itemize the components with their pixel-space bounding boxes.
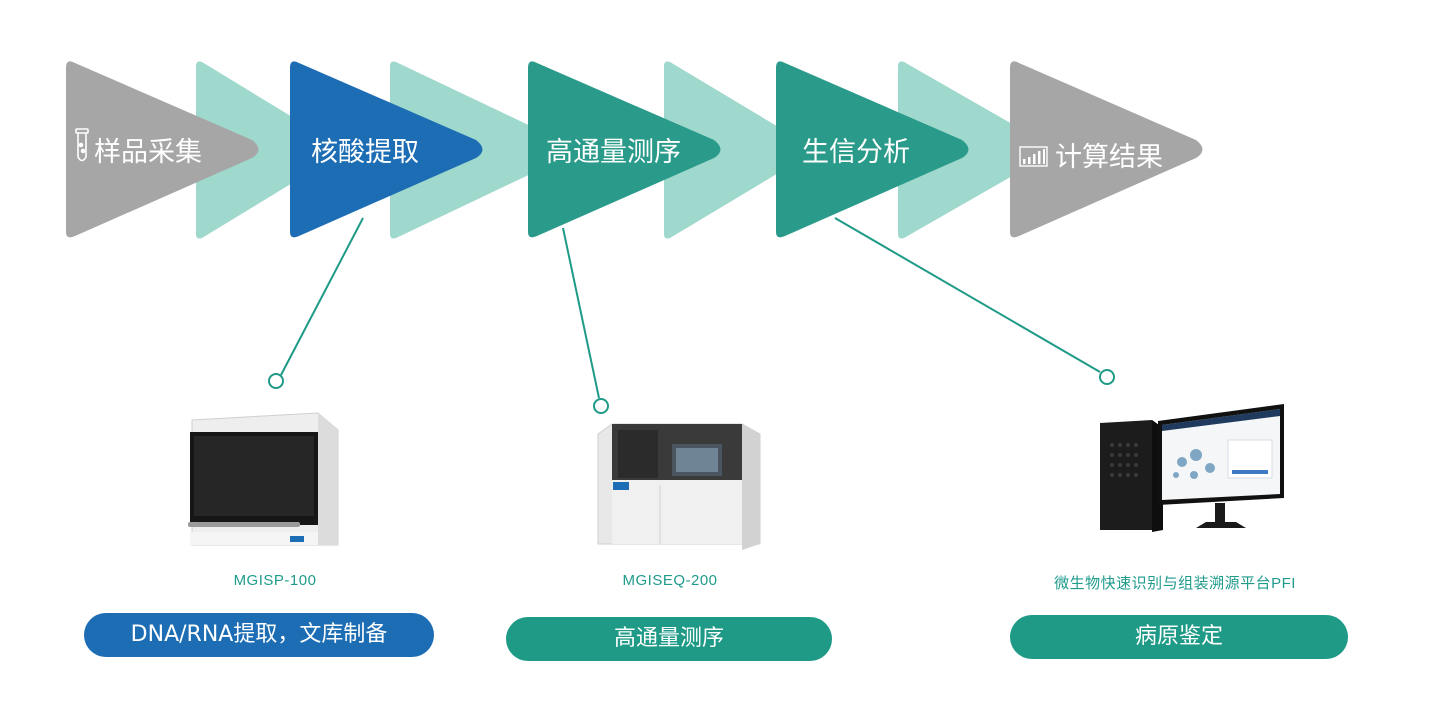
step-label-result: 计算结果: [1055, 142, 1163, 173]
leader-line-sequencing: [562, 227, 600, 399]
capability-pill-pathogen-identification: 病原鉴定: [1010, 615, 1348, 659]
step-arrow-extraction: [290, 61, 483, 238]
bar-chart-icon: [1019, 146, 1048, 167]
leader-line-analysis: [834, 217, 1101, 373]
product-model-pfi: 微生物快速识别与组装溯源平台PFI: [1054, 575, 1296, 592]
leader-dot-analysis: [1099, 369, 1115, 385]
step-arrow-sample: [66, 61, 259, 238]
leader-dot-extraction: [268, 373, 284, 389]
connector-arrow-3: [664, 61, 805, 239]
leader-line-extraction: [280, 217, 364, 376]
step-arrow-sequencing: [528, 61, 721, 238]
test-tube-icon: [75, 128, 89, 162]
step-label-sequencing: 高通量测序: [546, 137, 681, 168]
mgisp-100-image: [188, 412, 339, 546]
product-model-mgisp-100: MGISP-100: [233, 572, 317, 589]
step-label-analysis: 生信分析: [802, 137, 910, 168]
product-model-mgiseq-200: MGISEQ-200: [622, 572, 718, 589]
connector-arrow-1: [196, 61, 335, 239]
capability-pill-sequencing: 高通量测序: [506, 617, 832, 661]
step-label-sample: 样品采集: [94, 137, 202, 168]
connector-arrow-4: [898, 61, 1045, 239]
step-arrow-analysis: [776, 61, 969, 238]
capability-pill-extraction-library: DNA/RNA提取，文库制备: [84, 613, 434, 657]
step-label-extraction: 核酸提取: [311, 137, 419, 168]
pfi-workstation-image: [1100, 404, 1284, 532]
leader-dot-sequencing: [593, 398, 609, 414]
step-arrow-result: [1010, 61, 1203, 238]
mgiseq-200-image: [597, 423, 761, 550]
